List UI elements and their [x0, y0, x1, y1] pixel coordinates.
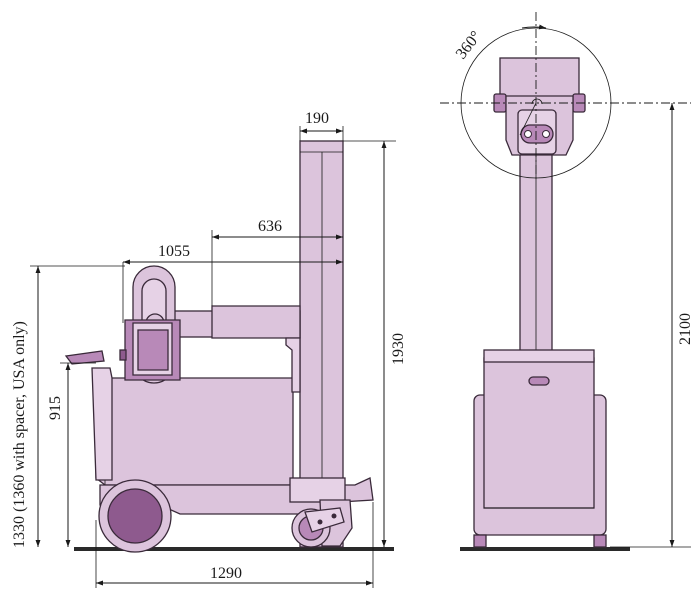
- push-handle-post: [91, 367, 113, 481]
- side-view-dimensions: 190 636 1055 1930 1330 (1360 with spacer…: [11, 110, 407, 588]
- dim-tube-height: 1330 (1360 with spacer, USA only): [11, 321, 28, 548]
- push-handle: [64, 350, 105, 365]
- front-view: [460, 57, 630, 551]
- side-view-floor: [74, 547, 394, 551]
- dim-overall-length: 1290: [210, 565, 242, 582]
- dim-total-height-side: 1930: [390, 333, 407, 365]
- dim-handle-height: 915: [47, 396, 64, 420]
- side-view: [64, 140, 394, 553]
- dim-arm-reach-max: 1055: [158, 243, 190, 260]
- front-view-floor: [460, 547, 630, 551]
- dim-arm-reach-min: 636: [258, 218, 282, 235]
- dim-column-width: 190: [305, 110, 329, 127]
- base-cabinet: [95, 377, 294, 486]
- dim-total-height-front: 2100: [677, 313, 691, 345]
- dim-rotation: 360°: [453, 28, 485, 62]
